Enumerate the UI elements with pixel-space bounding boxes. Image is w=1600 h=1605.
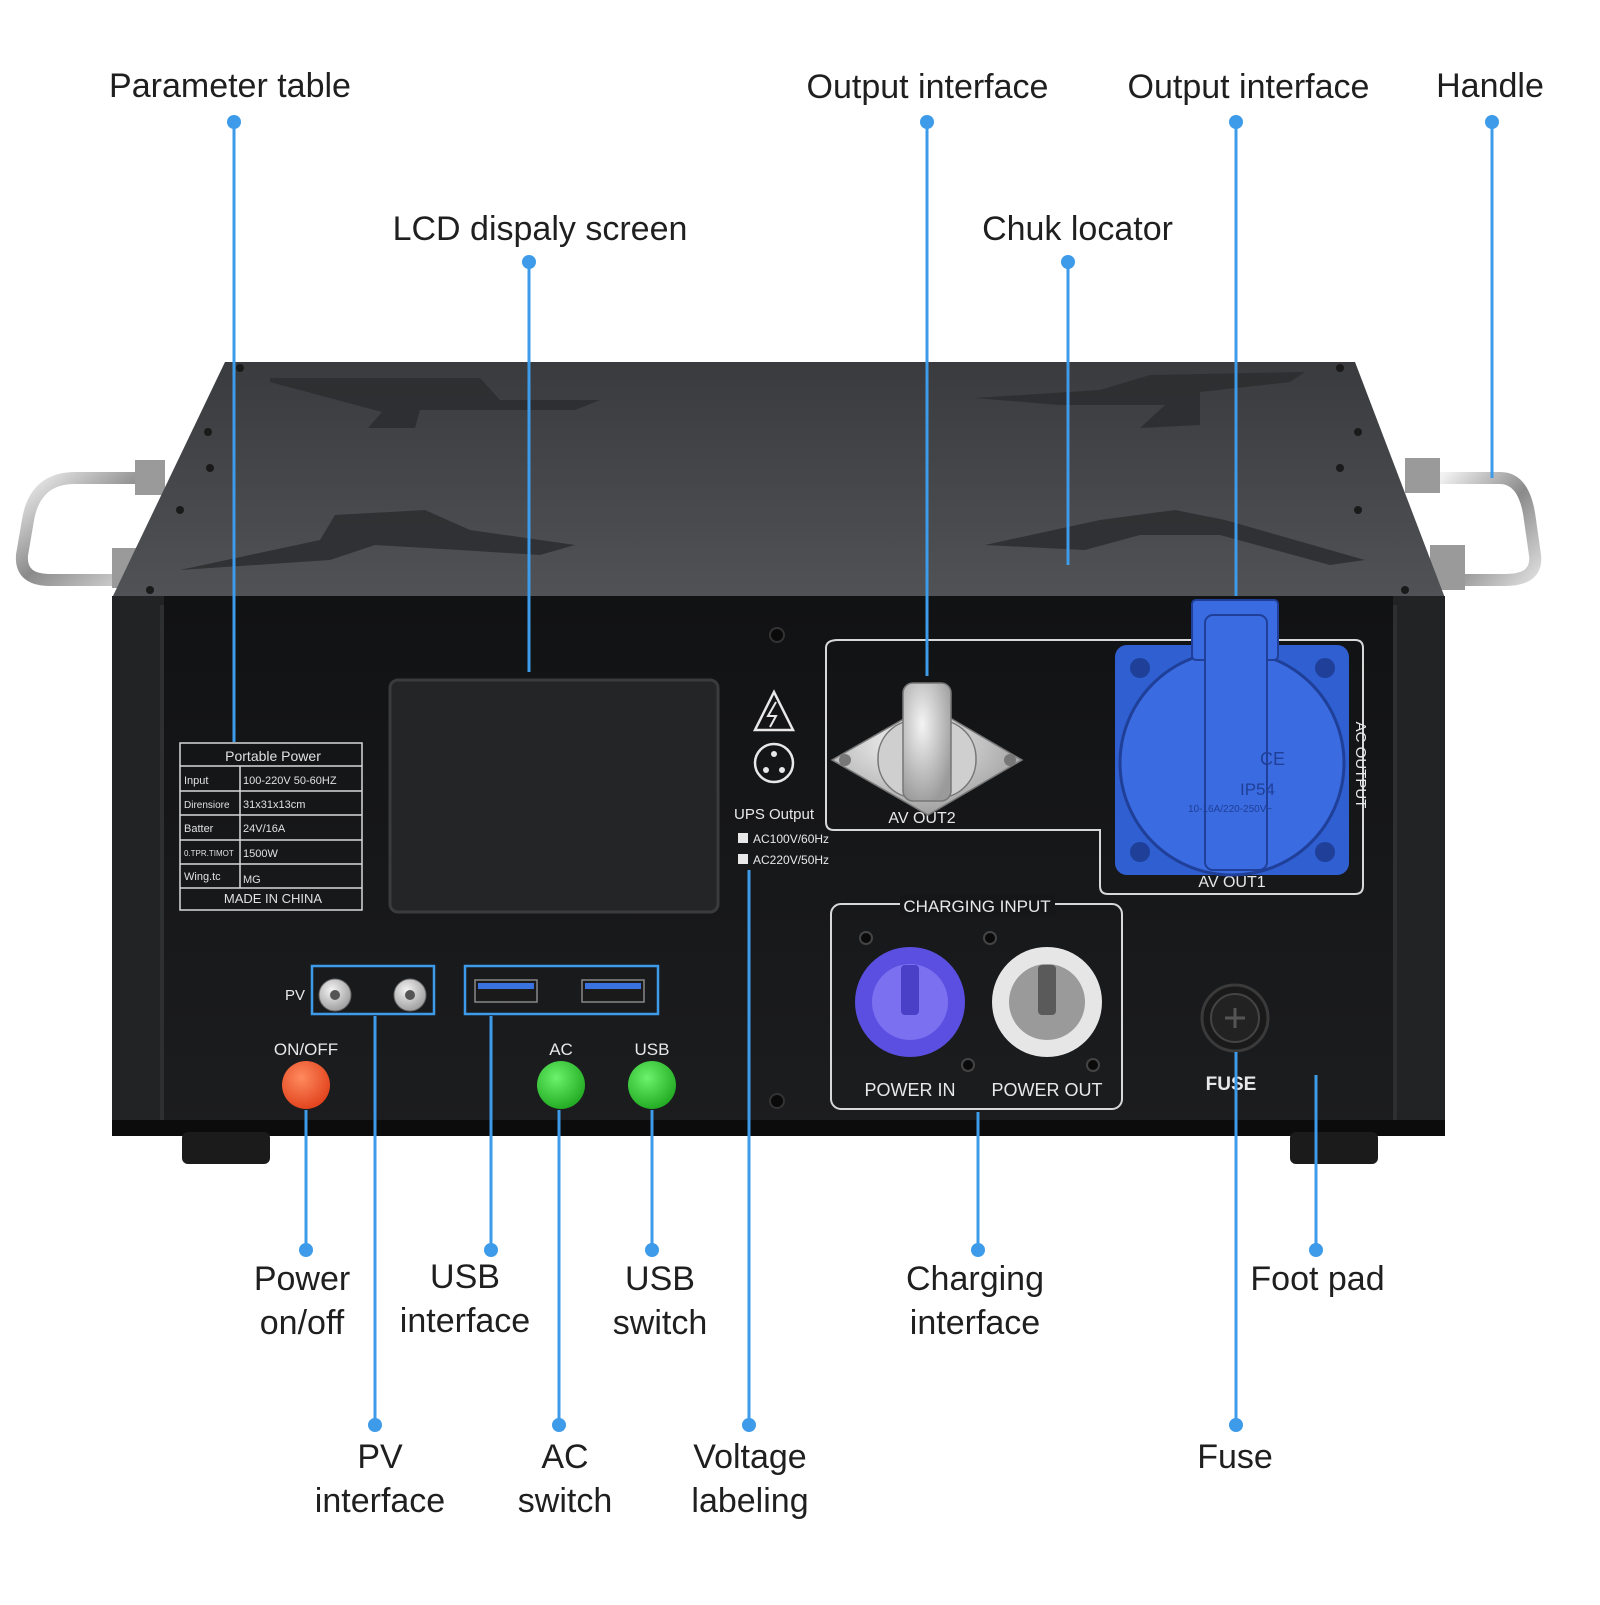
socket-rating-text: 10-16A/220-250V~: [1188, 804, 1272, 815]
voltage-option: AC100V/60Hz: [753, 832, 829, 846]
ac-label: AC: [549, 1040, 573, 1059]
callout-usb-switch: USB switch: [612, 1260, 708, 1342]
output-panel-outline: [825, 639, 1364, 895]
power-in-label: POWER IN: [864, 1080, 955, 1100]
callout-lcd-screen: LCD dispaly screen: [392, 210, 688, 248]
lcd-screen: [388, 678, 720, 914]
spec-footer: MADE IN CHINA: [224, 891, 323, 906]
spec-value: 1500W: [243, 848, 278, 860]
leader-lines: [227, 115, 1499, 1432]
socket-ce-text: CE: [1260, 749, 1285, 769]
voltage-checkbox: [738, 833, 748, 843]
callout-chuk-locator: Chuk locator: [982, 210, 1173, 248]
power-out-connector[interactable]: [992, 947, 1102, 1057]
spec-value: 31x31x13cm: [243, 799, 305, 811]
callout-pv-interface: PV interface: [314, 1438, 446, 1520]
pv-label: PV: [285, 987, 305, 1004]
usb-switch-button[interactable]: [628, 1061, 676, 1109]
ups-output-label: UPS Output: [734, 806, 815, 823]
on-off-label: ON/OFF: [274, 1040, 338, 1059]
spec-key: Dirensiore: [184, 800, 230, 811]
charging-input-title: CHARGING INPUT: [903, 897, 1050, 916]
spec-value: MG: [243, 874, 261, 886]
foot-right: [1290, 1132, 1378, 1164]
socket-ip-text: IP54: [1240, 780, 1275, 799]
spec-title: Portable Power: [225, 748, 321, 764]
voltage-option: AC220V/50Hz: [753, 853, 829, 867]
silver-output-socket[interactable]: [830, 682, 1024, 816]
pv-port-box: [310, 964, 436, 1016]
power-in-connector[interactable]: [855, 947, 965, 1057]
av-out2-label: AV OUT2: [888, 810, 955, 827]
fuse-panel-label: FUSE: [1206, 1074, 1257, 1095]
callout-charging-interface: Charging interface: [906, 1260, 1044, 1342]
av-out1-label: AV OUT1: [1198, 874, 1265, 891]
chuk-locator-recesses: [180, 372, 1365, 570]
ac-switch-button[interactable]: [537, 1061, 585, 1109]
usb-port-box: [463, 964, 660, 1016]
callout-output-interface: Output interface: [806, 68, 1049, 106]
callout-parameter-table: Parameter table: [109, 67, 351, 105]
power-out-label: POWER OUT: [992, 1080, 1103, 1100]
callout-fuse: Fuse: [1197, 1438, 1273, 1476]
callout-handle: Handle: [1436, 67, 1544, 105]
blue-output-socket[interactable]: [1115, 599, 1349, 877]
spec-key: Input: [184, 775, 208, 787]
spec-key: 0.TPR.TIMOT: [184, 849, 234, 858]
callout-power-onoff: Power on/off: [253, 1260, 351, 1342]
spec-key: Wing.tc: [184, 871, 221, 883]
power-on-off-button[interactable]: [282, 1061, 330, 1109]
top-lid: [112, 362, 1445, 598]
callout-output-interface: Output interface: [1127, 68, 1370, 106]
lid-screws: [146, 364, 1409, 594]
warning-icon: [752, 689, 796, 732]
voltage-checkbox: [738, 854, 748, 864]
spec-value: 100-220V 50-60HZ: [243, 775, 337, 787]
spec-key: Batter: [184, 823, 214, 835]
callout-foot-pad: Foot pad: [1250, 1260, 1385, 1298]
ac-output-label: AC OUTPUT: [1352, 722, 1369, 809]
foot-left: [182, 1132, 270, 1164]
fuse-holder[interactable]: [1200, 983, 1270, 1053]
callout-usb-interface: USB interface: [399, 1258, 531, 1340]
ground-plug-icon: [753, 742, 795, 784]
parameter-table: [179, 742, 363, 911]
callout-voltage-labeling: Voltage labeling: [691, 1438, 809, 1520]
callout-ac-switch: AC switch: [517, 1438, 613, 1520]
spec-value: 24V/16A: [243, 823, 286, 835]
right-handle: [1405, 458, 1542, 590]
usb-label: USB: [635, 1040, 670, 1059]
